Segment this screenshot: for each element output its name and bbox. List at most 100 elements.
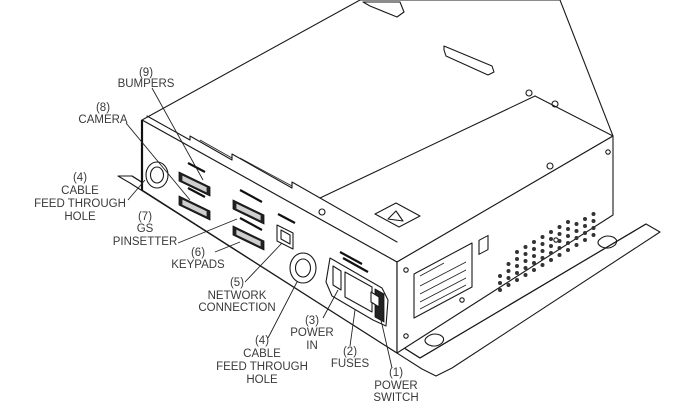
svg-text:(3): (3) xyxy=(305,315,319,327)
callout-cable-hole-front: (4) CABLE FEED THROUGH HOLE xyxy=(216,335,308,386)
keypads-connector xyxy=(232,217,265,251)
vent-hole xyxy=(574,229,579,233)
svg-text:FEED THROUGH: FEED THROUGH xyxy=(34,198,126,210)
svg-text:(6): (6) xyxy=(191,247,205,259)
svg-text:IN: IN xyxy=(306,340,318,352)
vent-hole xyxy=(532,268,536,272)
svg-text:CABLE: CABLE xyxy=(61,185,99,197)
svg-text:(8): (8) xyxy=(96,102,110,114)
svg-text:(1): (1) xyxy=(389,367,403,379)
vent-hole xyxy=(506,262,511,266)
network-port xyxy=(276,213,296,250)
callouts: (9) BUMPERS (8) CAMERA (4) CABLE FEED TH… xyxy=(34,67,419,404)
vent-hole xyxy=(540,263,545,267)
callout-bumpers: (9) BUMPERS xyxy=(118,67,175,90)
vent-hole xyxy=(540,249,545,253)
vent-hole xyxy=(583,224,587,228)
vent-hole xyxy=(557,225,562,229)
callout-power-switch: (1) POWER SWITCH xyxy=(373,367,418,404)
vent-hole xyxy=(574,243,579,247)
cover-tab xyxy=(362,1,405,18)
vent-hole xyxy=(515,278,519,282)
vent-hole xyxy=(532,247,536,251)
vent-hole xyxy=(566,227,570,231)
svg-text:CABLE: CABLE xyxy=(243,348,281,360)
vent-hole xyxy=(523,245,528,249)
vent-hole xyxy=(532,254,536,258)
vent-hole xyxy=(557,232,562,236)
vent-hole xyxy=(591,226,596,230)
camera-connector xyxy=(178,187,211,221)
vent-hole xyxy=(549,244,553,248)
callout-fuses: (2) FUSES xyxy=(331,346,370,370)
svg-text:NETWORK: NETWORK xyxy=(208,290,267,302)
vent-hole xyxy=(549,237,553,241)
svg-text:HOLE: HOLE xyxy=(64,211,96,223)
callout-camera: (8) CAMERA xyxy=(78,102,128,126)
vent-hole xyxy=(540,235,545,239)
leader-lines xyxy=(125,87,393,369)
svg-text:SWITCH: SWITCH xyxy=(373,392,418,404)
end-panel-port xyxy=(478,234,489,255)
vent-hole xyxy=(523,266,528,270)
vent-hole xyxy=(566,241,570,245)
flange-slot-right xyxy=(597,235,618,249)
gs-pinsetter-connector xyxy=(232,189,265,225)
power-entry-module xyxy=(325,251,389,327)
vent-hole xyxy=(532,240,536,244)
vent-hole xyxy=(591,212,596,216)
vent-hole xyxy=(557,246,562,250)
svg-text:HOLE: HOLE xyxy=(246,374,278,386)
vent-hole xyxy=(498,274,502,278)
vent-hole xyxy=(574,222,579,226)
svg-text:(9): (9) xyxy=(139,67,153,79)
callout-cable-hole-left: (4) CABLE FEED THROUGH HOLE xyxy=(34,172,126,223)
vent-hole xyxy=(583,231,587,235)
callout-network-connection: (5) NETWORK CONNECTION xyxy=(198,277,275,314)
vent-grid xyxy=(498,212,596,292)
vent-hole xyxy=(540,256,545,260)
vent-hole xyxy=(515,257,519,261)
vent-hole xyxy=(549,258,553,262)
vent-hole xyxy=(557,239,562,243)
vent-hole xyxy=(523,252,528,256)
vent-hole xyxy=(515,271,519,275)
vent-hole xyxy=(549,230,553,234)
svg-text:(7): (7) xyxy=(138,211,152,223)
vent-hole xyxy=(506,269,511,273)
svg-text:PINSETTER: PINSETTER xyxy=(113,236,178,248)
svg-text:BUMPERS: BUMPERS xyxy=(118,78,175,90)
svg-text:(2): (2) xyxy=(343,346,357,358)
vent-hole xyxy=(549,251,553,255)
vent-hole xyxy=(591,233,596,237)
svg-text:FUSES: FUSES xyxy=(331,358,370,370)
callout-keypads: (6) KEYPADS xyxy=(171,247,225,271)
vent-hole xyxy=(523,273,528,277)
vent-hole xyxy=(506,276,511,280)
svg-text:KEYPADS: KEYPADS xyxy=(171,259,225,271)
flange-slot-left xyxy=(424,333,445,347)
svg-text:GS: GS xyxy=(137,223,154,235)
svg-text:(4): (4) xyxy=(255,335,269,347)
vent-hole xyxy=(498,281,502,285)
vent-hole xyxy=(566,248,570,252)
device-body xyxy=(117,0,661,377)
vent-hole xyxy=(566,220,570,224)
svg-text:FEED THROUGH: FEED THROUGH xyxy=(216,361,308,373)
svg-text:POWER: POWER xyxy=(290,327,333,339)
vent-hole xyxy=(583,238,587,242)
svg-text:CAMERA: CAMERA xyxy=(78,114,128,126)
vent-hole xyxy=(566,234,570,238)
vent-hole xyxy=(532,261,536,265)
vent-hole xyxy=(557,253,562,257)
svg-text:CONNECTION: CONNECTION xyxy=(198,302,275,314)
vent-hole xyxy=(591,219,596,223)
vent-hole xyxy=(574,236,579,240)
callout-power-in: (3) POWER IN xyxy=(290,315,333,352)
vent-hole xyxy=(498,288,502,292)
vent-hole xyxy=(515,250,519,254)
svg-text:(5): (5) xyxy=(230,277,244,289)
svg-text:POWER: POWER xyxy=(374,380,417,392)
product-label-plate xyxy=(413,242,473,319)
